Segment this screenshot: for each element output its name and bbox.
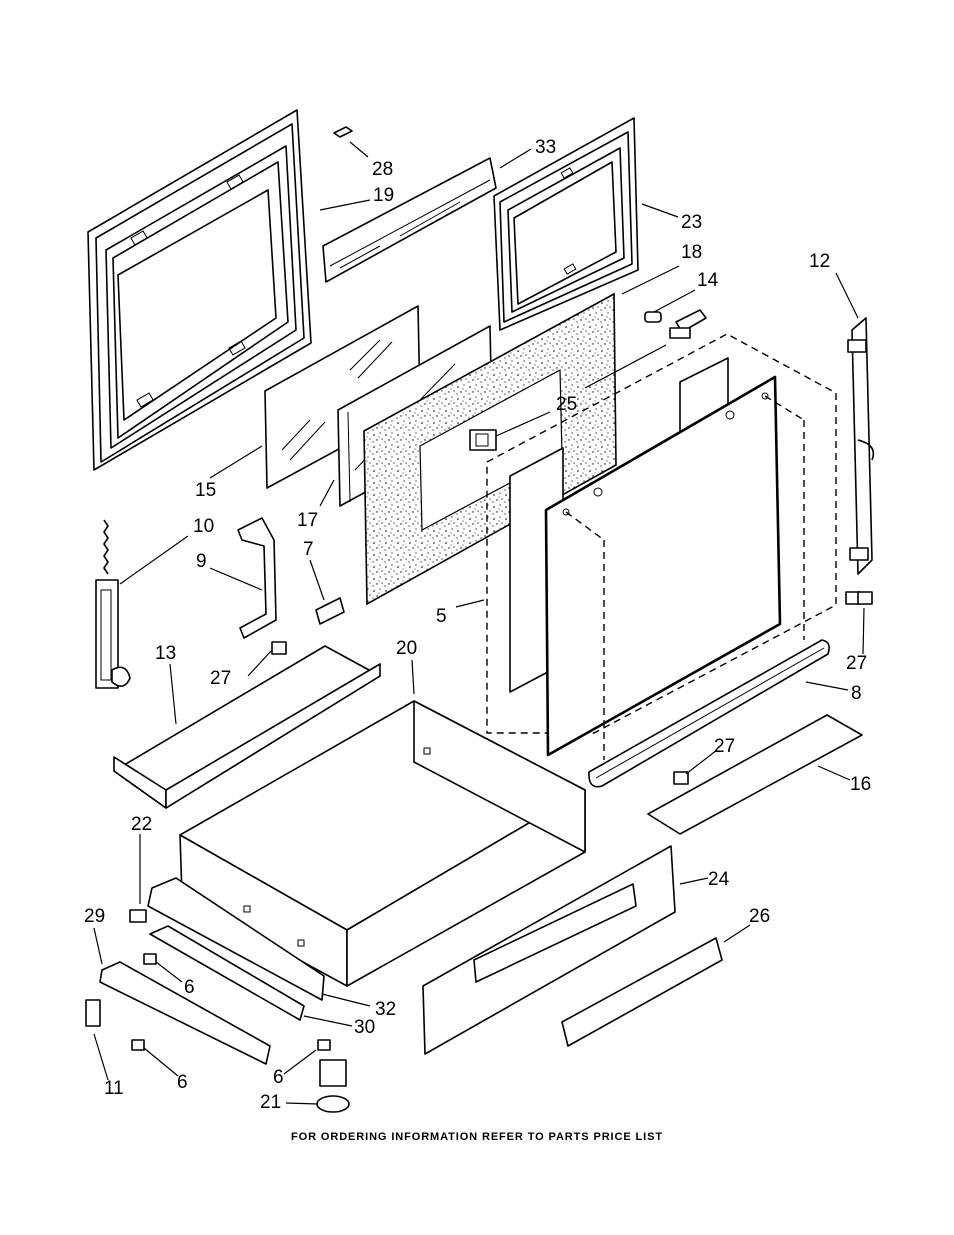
part-13-tray bbox=[113, 645, 381, 809]
part-10-hinge bbox=[95, 519, 131, 689]
callout-13: 13 bbox=[155, 643, 176, 664]
callout-23: 23 bbox=[681, 212, 702, 233]
callout-6-leg: 6 bbox=[273, 1067, 284, 1088]
callout-30: 30 bbox=[354, 1017, 375, 1038]
part-26-drawer-handle bbox=[561, 937, 723, 1047]
part-11-foot bbox=[85, 999, 101, 1027]
callout-11: 11 bbox=[104, 1078, 124, 1099]
part-32-slide-rail bbox=[147, 877, 325, 1001]
callout-21: 21 bbox=[260, 1092, 281, 1113]
callout-18: 18 bbox=[681, 242, 702, 263]
screw-6 bbox=[131, 953, 331, 1051]
part-21-leveling-leg bbox=[316, 1059, 350, 1113]
part-8-door-handle bbox=[588, 639, 830, 788]
callout-20: 20 bbox=[396, 638, 417, 659]
callout-6-lower: 6 bbox=[177, 1072, 188, 1093]
callout-8: 8 bbox=[851, 683, 862, 704]
ordering-note: FOR ORDERING INFORMATION REFER TO PARTS … bbox=[291, 1131, 663, 1143]
callout-25: 25 bbox=[556, 394, 577, 415]
callout-29: 29 bbox=[84, 906, 105, 927]
part-5-door-assembly bbox=[486, 333, 837, 760]
callout-labels: 28 33 19 23 18 14 12 25 15 17 10 9 7 5 2… bbox=[84, 137, 871, 1113]
callout-19: 19 bbox=[373, 185, 394, 206]
callout-9: 9 bbox=[196, 551, 207, 572]
callout-15: 15 bbox=[195, 480, 216, 501]
part-14-hinge-bracket bbox=[644, 309, 707, 339]
part-24-drawer-front bbox=[422, 845, 676, 1055]
callout-28: 28 bbox=[372, 159, 393, 180]
callout-leaders bbox=[93, 141, 865, 1105]
part-23-inner-door-frame bbox=[493, 117, 639, 331]
part-12-side-rail bbox=[845, 317, 875, 605]
callout-24: 24 bbox=[708, 869, 730, 890]
part-25-hinge-bracket bbox=[469, 429, 497, 451]
callout-26: 26 bbox=[749, 906, 770, 927]
callout-17: 17 bbox=[297, 510, 318, 531]
screw-27 bbox=[271, 591, 873, 785]
callout-27-left: 27 bbox=[210, 668, 231, 689]
part-9-bracket bbox=[237, 517, 277, 639]
part-19-outer-door-frame bbox=[87, 109, 312, 471]
callout-22: 22 bbox=[131, 814, 152, 835]
part-7-block bbox=[315, 597, 345, 625]
callout-27-lower: 27 bbox=[714, 736, 735, 757]
part-28-clip bbox=[333, 126, 353, 138]
callout-6-upper: 6 bbox=[184, 977, 195, 998]
callout-7: 7 bbox=[303, 539, 314, 560]
part-33-vent-strip bbox=[322, 157, 497, 283]
callout-33: 33 bbox=[535, 137, 556, 158]
callout-14: 14 bbox=[697, 270, 719, 291]
callout-10: 10 bbox=[193, 516, 214, 537]
callout-32: 32 bbox=[375, 999, 396, 1020]
part-22-screw bbox=[129, 909, 147, 923]
part-20-drawer bbox=[179, 700, 586, 987]
part-16-lower-trim bbox=[647, 714, 863, 835]
callout-27-right: 27 bbox=[846, 653, 867, 674]
part-30-slide bbox=[149, 925, 305, 1021]
callout-16: 16 bbox=[850, 774, 871, 795]
callout-5: 5 bbox=[436, 606, 447, 627]
callout-12: 12 bbox=[809, 251, 830, 272]
part-29-slide-rail bbox=[99, 961, 271, 1065]
